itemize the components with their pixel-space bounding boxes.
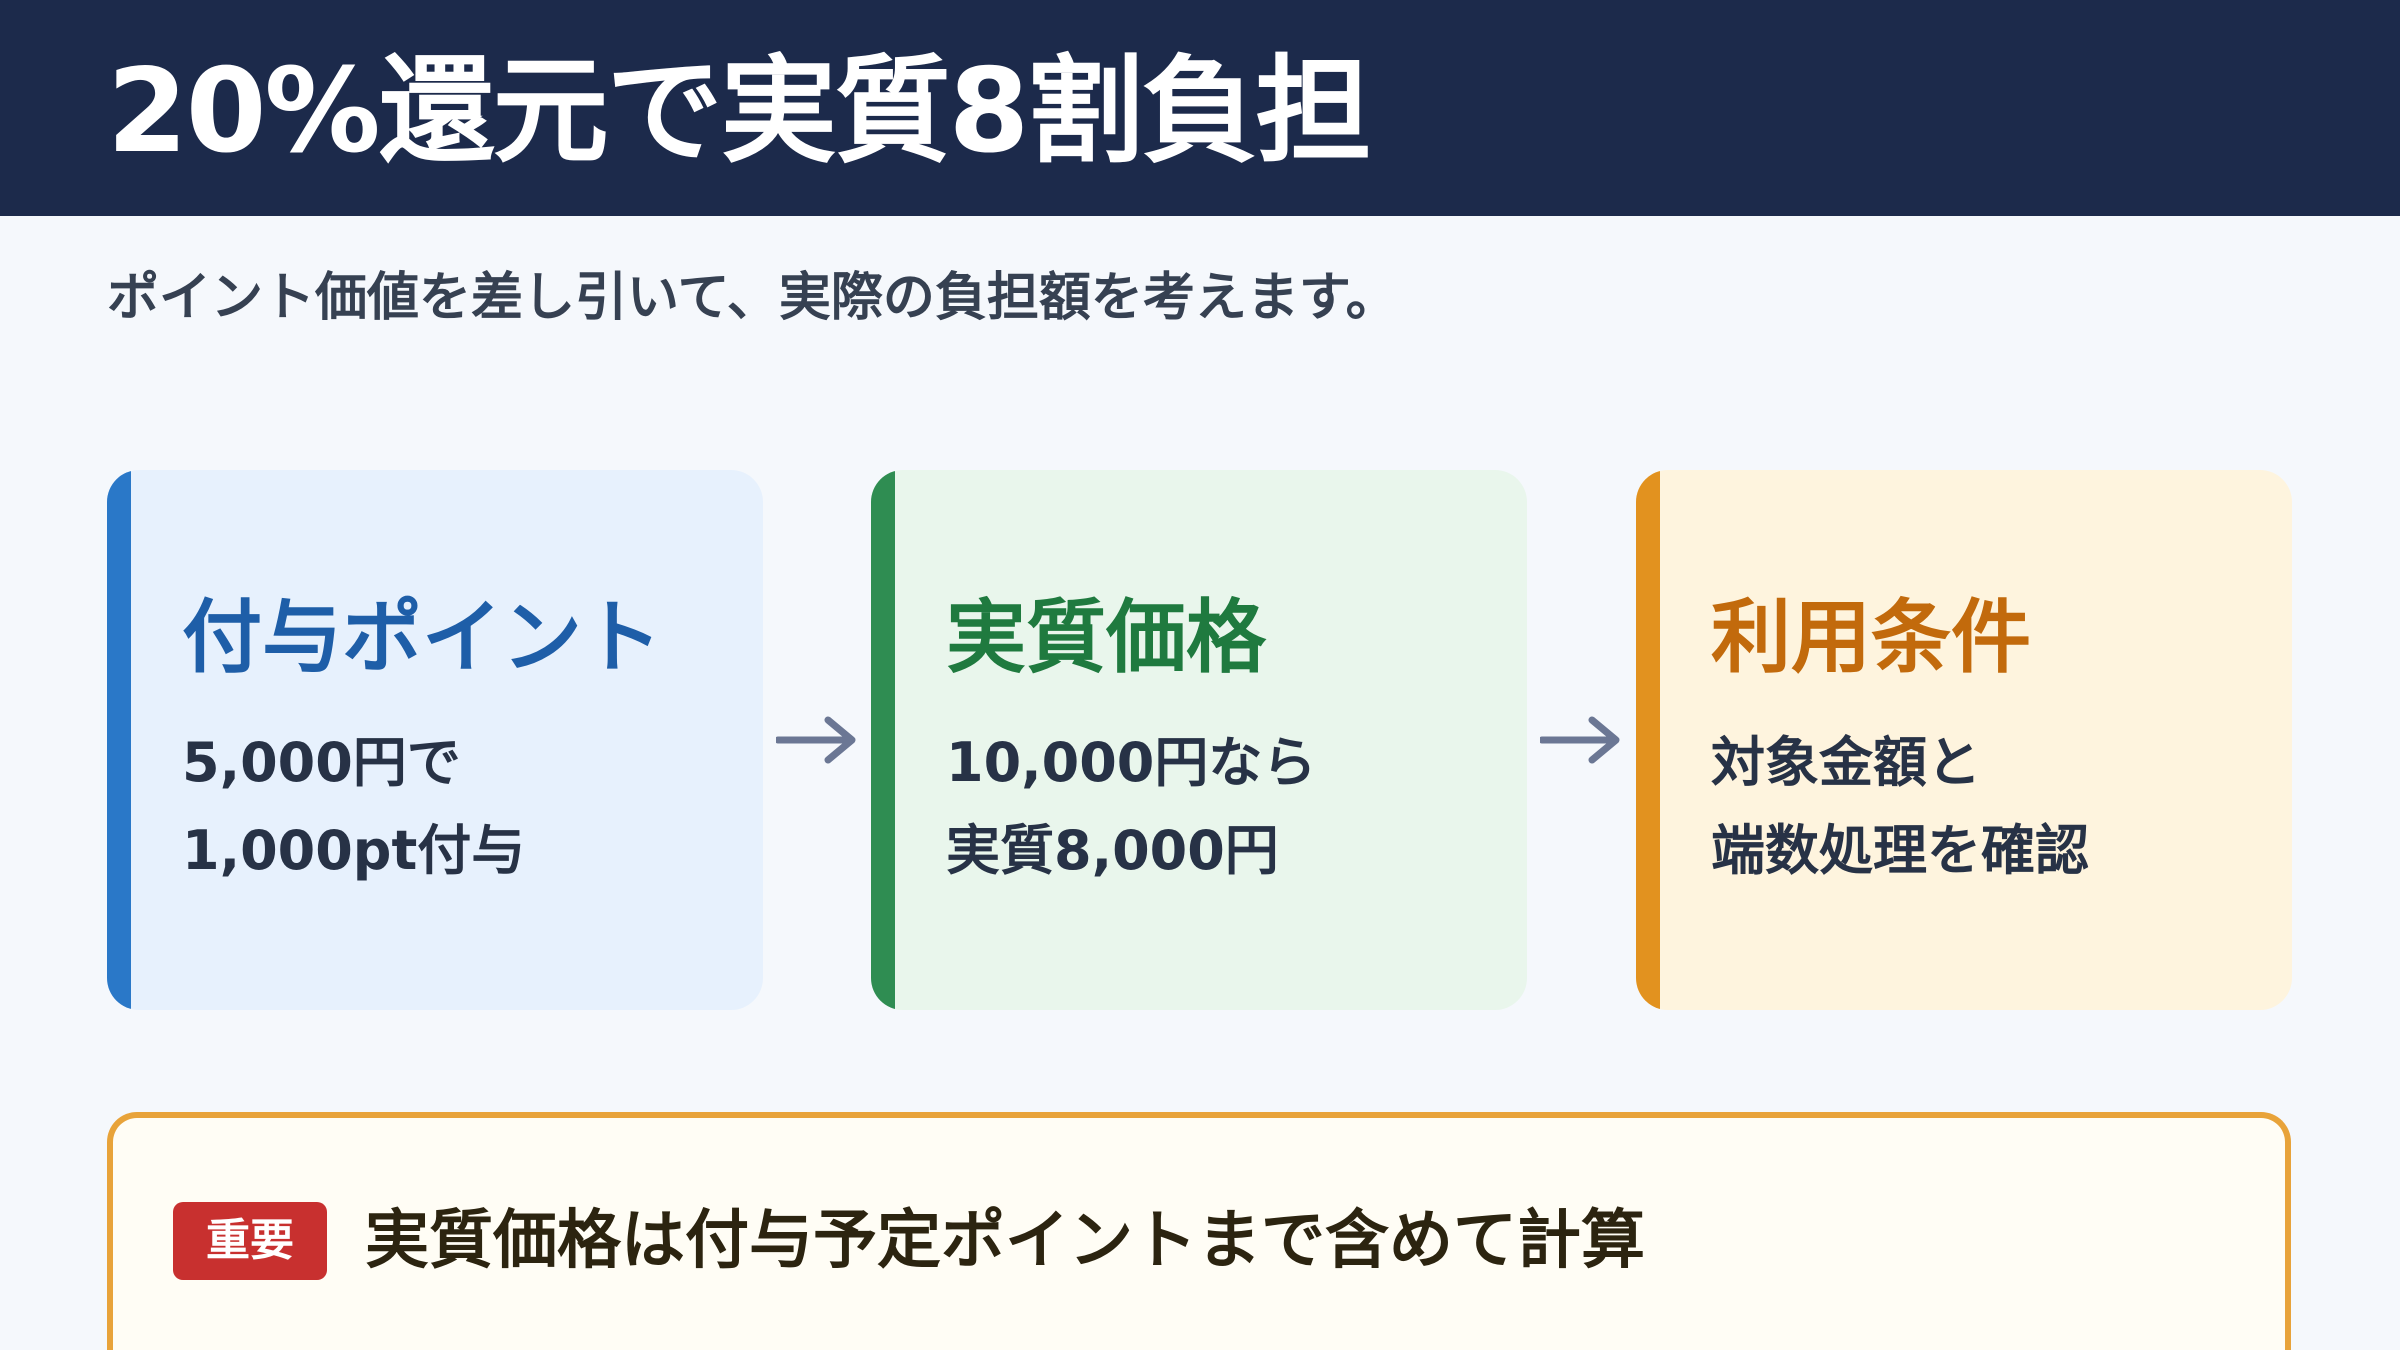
important-callout: 重要 実質価格は付与予定ポイントまで含めて計算 — [107, 1112, 2291, 1350]
card-usage-conditions: 利用条件 対象金額と 端数処理を確認 — [1636, 470, 2292, 1010]
page-title: 20%還元で実質8割負担 — [107, 44, 1371, 179]
card-title: 実質価格 — [946, 591, 1266, 684]
card-title: 付与ポイント — [182, 591, 662, 684]
arrow-right-icon — [1540, 716, 1620, 764]
card-accent-bar — [107, 470, 131, 1010]
card-line: 10,000円なら — [946, 731, 1317, 794]
header-bar: 20%還元で実質8割負担 — [0, 0, 2400, 216]
card-effective-price: 実質価格 10,000円なら 実質8,000円 — [871, 470, 1527, 1010]
card-line: 5,000円で — [182, 731, 461, 794]
card-line: 対象金額と — [1711, 731, 1981, 794]
page-subtitle: ポイント価値を差し引いて、実際の負担額を考えます。 — [107, 268, 1398, 328]
card-accent-bar — [1636, 470, 1660, 1010]
important-badge: 重要 — [173, 1202, 327, 1280]
card-title: 利用条件 — [1711, 591, 2031, 684]
arrow-right-icon — [776, 716, 856, 764]
card-granted-points: 付与ポイント 5,000円で 1,000pt付与 — [107, 470, 763, 1010]
card-line: 1,000pt付与 — [182, 819, 526, 882]
card-line: 端数処理を確認 — [1711, 819, 2089, 882]
callout-text: 実質価格は付与予定ポイントまで含めて計算 — [365, 1204, 1645, 1278]
card-line: 実質8,000円 — [946, 819, 1279, 882]
card-accent-bar — [871, 470, 895, 1010]
